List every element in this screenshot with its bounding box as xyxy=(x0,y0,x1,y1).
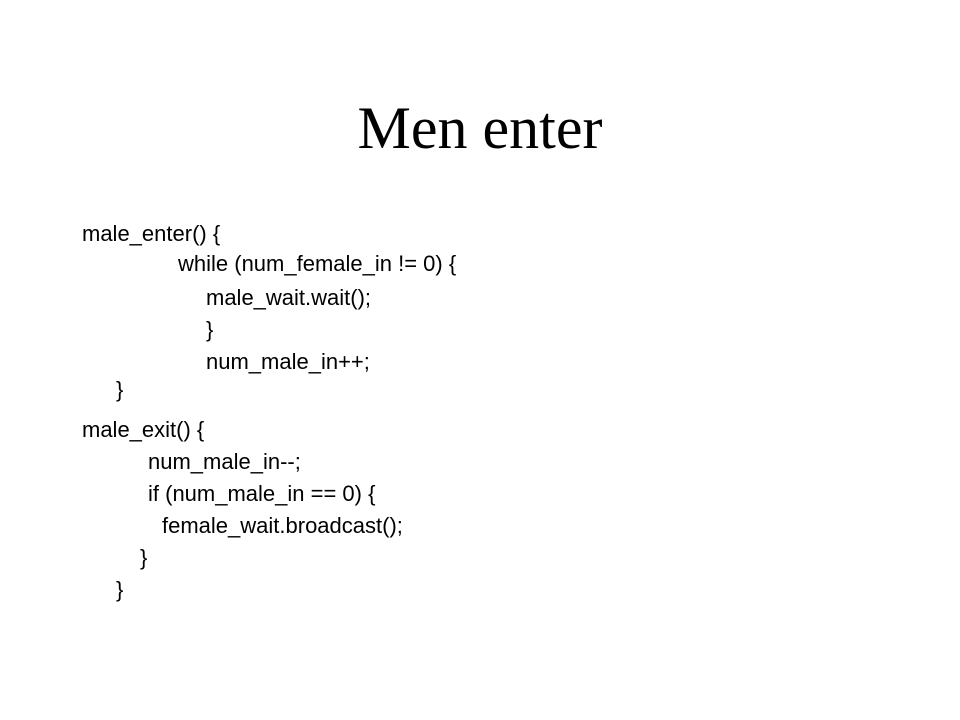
code-line: } xyxy=(206,317,214,342)
code-line: female_wait.broadcast(); xyxy=(162,513,403,538)
code-line: male_wait.wait(); xyxy=(206,285,372,310)
code-line: num_male_in--; xyxy=(148,449,301,474)
slide-title: Men enter xyxy=(357,95,603,161)
code-line: } xyxy=(116,377,124,402)
code-line: } xyxy=(116,577,124,602)
code-line: male_enter() { xyxy=(82,221,221,246)
code-line: if (num_male_in == 0) { xyxy=(148,481,376,506)
code-line: } xyxy=(140,545,148,570)
code-line: while (num_female_in != 0) { xyxy=(178,251,457,276)
code-line: num_male_in++; xyxy=(206,349,370,374)
code-line: male_exit() { xyxy=(82,417,205,442)
